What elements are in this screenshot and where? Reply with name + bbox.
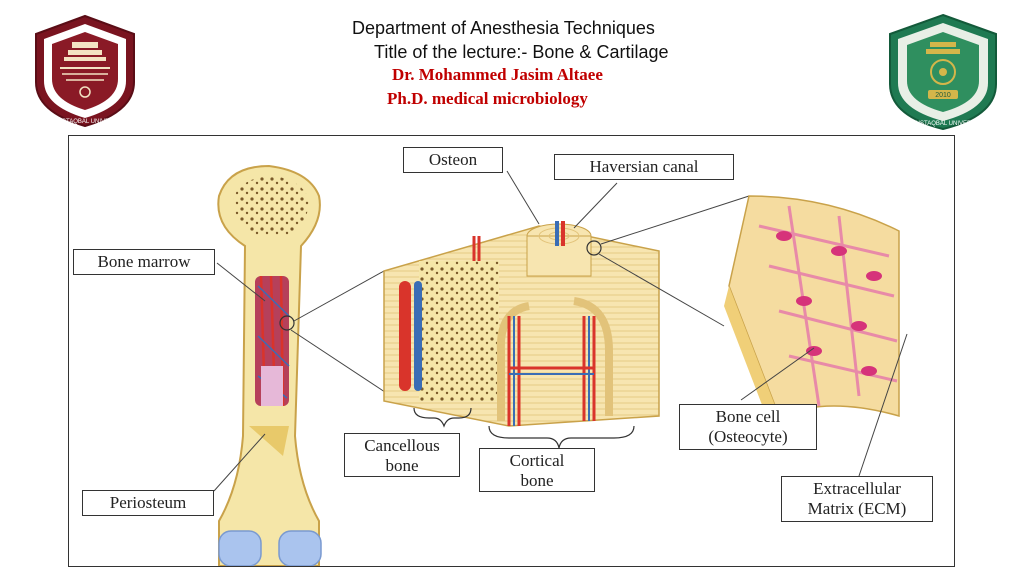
ecm-pointer (858, 333, 908, 477)
right-seal-text: AL-MUSTAQBAL UNIVERSITY (901, 121, 984, 127)
cortical-bracket (488, 425, 635, 449)
slide-header: Department of Anesthesia Techniques Titl… (0, 0, 1024, 135)
lecture-title: Title of the lecture:- Bone & Cartilage (374, 42, 669, 62)
left-university-seal-icon: AL-MUSTAQBAL UNIVERSITY (35, 14, 135, 128)
cancellous-bracket (413, 407, 472, 428)
label-bone-cell: Bone cell(Osteocyte) (679, 404, 817, 450)
osteocyte-cell (861, 366, 877, 376)
haversian-pointer (573, 182, 618, 229)
periosteum-pointer (213, 433, 266, 492)
zoom-circle-femur (279, 315, 295, 331)
label-periosteum: Periosteum (82, 490, 214, 516)
osteocyte-cell (796, 296, 812, 306)
osteocyte-pointer (740, 347, 815, 401)
osteocyte-cell (776, 231, 792, 241)
label-bone-marrow: Bone marrow (73, 249, 215, 275)
ecm-osteocyte-section (724, 195, 900, 436)
lecturer-qualification: Ph.D. medical microbiology (387, 89, 588, 108)
left-seal-text: AL-MUSTAQBAL UNIVERSITY (43, 119, 126, 125)
label-haversian-canal: Haversian canal (554, 154, 734, 180)
osteocyte-cell (806, 346, 822, 356)
right-seal-year: 2010 (935, 92, 951, 99)
bone-marrow-pointer (216, 262, 266, 302)
bone-structure-diagram: Osteon Haversian canal Bone marrow Cance… (68, 135, 955, 567)
zoom-circle-osteon (586, 240, 602, 256)
osteocyte-cell (831, 246, 847, 256)
osteocyte-cell (866, 271, 882, 281)
osteon-pointer (506, 170, 540, 225)
osteocyte-cell (851, 321, 867, 331)
right-university-seal-icon: 2010 AL-MUSTAQBAL UNIVERSITY (889, 13, 997, 131)
label-osteon: Osteon (403, 147, 503, 173)
bone-illustration (213, 164, 908, 566)
long-bone-femur (217, 164, 322, 566)
lecturer-name: Dr. Mohammed Jasim Altaee (392, 65, 603, 84)
compact-bone-section (383, 221, 660, 427)
department-title: Department of Anesthesia Techniques (352, 18, 655, 38)
